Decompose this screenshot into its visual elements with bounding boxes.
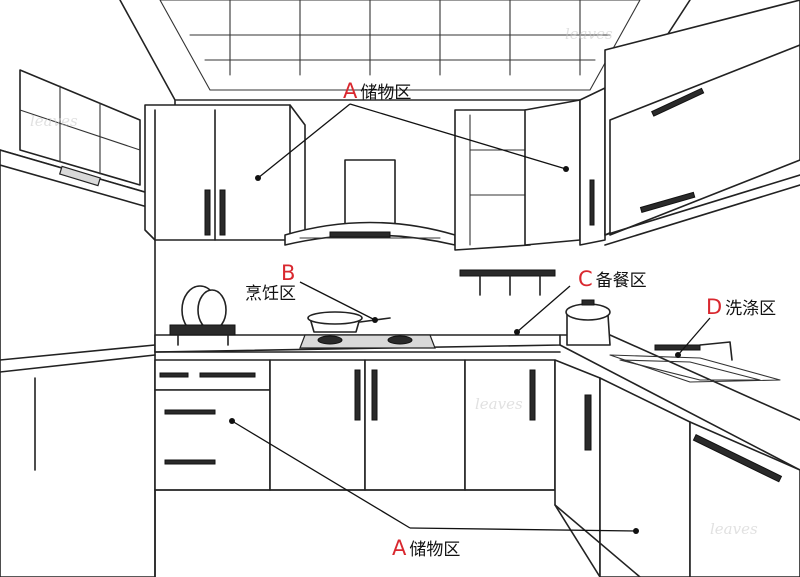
label-text: 储物区 xyxy=(360,83,412,103)
watermark-text: leaves xyxy=(475,395,523,413)
label-text: 烹饪区 xyxy=(245,284,296,304)
label-text: 洗涤区 xyxy=(725,299,777,319)
stove xyxy=(299,311,436,349)
label-letter: D xyxy=(706,295,723,319)
watermark-text: leaves xyxy=(30,112,78,130)
label-text: 备餐区 xyxy=(595,271,647,291)
dish-rack xyxy=(169,285,236,346)
lower-cabinet-back xyxy=(154,359,556,577)
leader-lines xyxy=(229,103,711,534)
watermark-text: leaves xyxy=(710,520,758,538)
label-letter: C xyxy=(578,267,593,291)
window xyxy=(19,69,141,186)
rice-cooker xyxy=(565,299,611,346)
upper-cabinet-right xyxy=(454,0,800,251)
refrigerator xyxy=(0,149,159,577)
upper-cabinet-left xyxy=(144,104,306,241)
label-letter: A xyxy=(343,79,358,103)
label-letter: B xyxy=(281,261,296,285)
label-text: 储物区 xyxy=(409,540,461,560)
label-cooking: B 烹饪区 xyxy=(245,261,315,304)
watermark-text: leaves xyxy=(565,25,613,43)
utensil-rail xyxy=(459,269,556,296)
range-hood xyxy=(284,159,456,246)
sink xyxy=(609,341,781,383)
label-letter: A xyxy=(392,536,407,560)
lower-cabinet-right xyxy=(554,359,800,577)
